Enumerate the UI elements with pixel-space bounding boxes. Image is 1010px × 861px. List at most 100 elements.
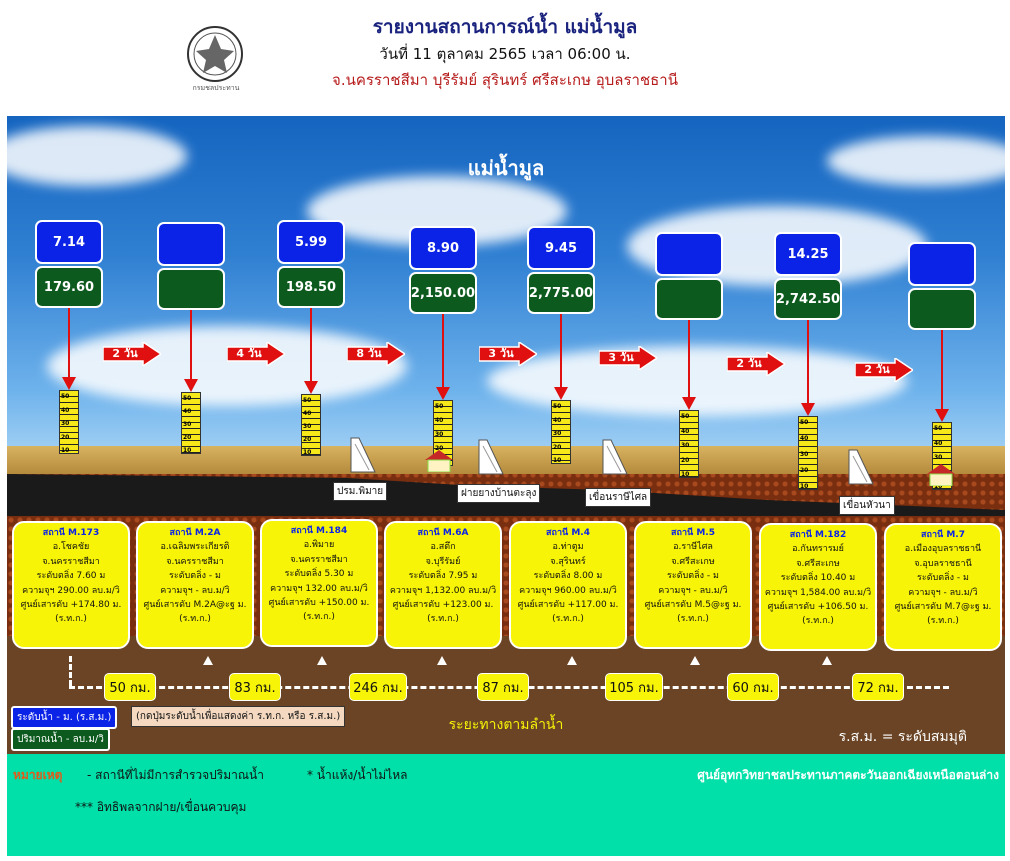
gauge-tick-label: 30 — [681, 442, 690, 449]
travel-time-arrow: 2 วัน — [103, 342, 161, 366]
gauge-tick-label: 40 — [800, 435, 809, 442]
station-datum: ศูนย์เสารดับ M.5@ะฐ ม. — [644, 600, 742, 611]
gauge-tick-label: 50 — [61, 393, 70, 400]
indicator-line — [442, 314, 444, 388]
travel-time-label: 2 วัน — [112, 347, 138, 360]
page-title: รายงานสถานการณ์น้ำ แม่น้ำมูล — [372, 16, 638, 38]
station-unit: (ร.ท.ก.) — [427, 614, 459, 625]
water-level-button[interactable]: 9.45 — [527, 226, 595, 270]
water-level-button[interactable] — [655, 232, 723, 276]
station-district: อ.เฉลิมพระเกียรติ — [160, 542, 230, 553]
station-name: สถานี M.5 — [671, 528, 715, 538]
station-unit: (ร.ท.ก.) — [55, 614, 87, 625]
indicator-line — [190, 310, 192, 380]
gauge-tick-label: 50 — [934, 425, 943, 432]
station-datum: ศูนย์เสารดับ M.7@ะฐ ม. — [894, 602, 992, 613]
gauge-tick-label: 40 — [681, 427, 690, 435]
water-level-button[interactable]: 7.14 — [35, 220, 103, 264]
station-unit: (ร.ท.ก.) — [927, 616, 959, 627]
gauge-tick-label: 20 — [61, 433, 70, 441]
toggle-note: (กดปุ่มระดับน้ำเพื่อแสดงค่า ร.ท.ก. หรือ … — [131, 706, 346, 727]
station-district: อ.โชคชัย — [52, 542, 90, 553]
station-unit: (ร.ท.ก.) — [179, 614, 211, 625]
gauge-tick-label: 40 — [61, 406, 70, 414]
footer: หมายเหตุ - สถานีที่ไม่มีการสำรวจปริมาณน้… — [7, 754, 1005, 856]
flow-value-box — [908, 288, 976, 330]
station-capacity: ความจุฯ - ลบ.ม/วิ — [160, 585, 230, 596]
travel-time-arrow: 2 วัน — [727, 352, 785, 376]
distance-badge: 50 กม. — [104, 673, 156, 701]
gauge-tick-label: 10 — [553, 457, 562, 464]
station-name: สถานี M.182 — [789, 530, 847, 540]
gauge-tick-label: 40 — [435, 417, 444, 424]
report-date: วันที่ 11 ตุลาคม 2565 เวลา 06:00 น. — [379, 45, 631, 63]
indicator-arrow-icon — [62, 377, 76, 390]
dam-label-rasi-salai: เขื่อนราษีไศล — [585, 488, 652, 507]
dam-label-hua-na: เขื่อนหัวนา — [839, 496, 895, 515]
water-level-button[interactable]: 14.25 — [774, 232, 842, 276]
remark-no-survey: - สถานีที่ไม่มีการสำรวจปริมาณน้ำ — [87, 768, 264, 782]
water-level-button[interactable] — [157, 222, 225, 266]
indicator-line — [941, 330, 943, 410]
indicator-arrow-icon — [436, 387, 450, 400]
dam-icon — [602, 439, 628, 475]
station-name: สถานี M.173 — [42, 528, 100, 538]
gauge-tick-label: 10 — [800, 483, 809, 490]
up-arrow-icon — [567, 656, 577, 665]
gauge-tick-label: 30 — [435, 431, 444, 438]
station-province: จ.บุรีรัมย์ — [425, 556, 461, 567]
distance-badge: 87 กม. — [477, 673, 529, 701]
flow-value-box: 179.60 — [35, 266, 103, 308]
station-capacity: ความจุฯ - ลบ.ม/วิ — [658, 585, 728, 596]
station-province: จ.สุรินทร์ — [550, 556, 586, 567]
gauge-tick-label: 30 — [553, 430, 562, 437]
hydrology-center: ศูนย์อุทกวิทยาชลประทานภาคตะวันออกเฉียงเห… — [697, 768, 999, 782]
flow-value-box — [157, 268, 225, 310]
dam-icon — [848, 449, 874, 485]
station-capacity: ความจุฯ 132.00 ลบ.ม/วิ — [270, 583, 368, 594]
indicator-arrow-icon — [801, 403, 815, 416]
indicator-arrow-icon — [184, 379, 198, 392]
water-level-button[interactable] — [908, 242, 976, 286]
station-level: ระดับตลิ่ง 7.60 ม — [36, 571, 106, 582]
distance-badge: 83 กม. — [229, 673, 281, 701]
gauge-tick-label: 20 — [435, 445, 444, 452]
water-level-button[interactable]: 5.99 — [277, 220, 345, 264]
legend-flow: ปริมาณน้ำ - ลบ.ม/วิ — [11, 728, 110, 751]
gauge-tick-label: 10 — [183, 447, 192, 454]
up-arrow-icon — [437, 656, 447, 665]
station-name: สถานี M.184 — [290, 526, 348, 536]
station-capacity: ความจุฯ 1,584.00 ลบ.ม/วิ — [764, 587, 872, 598]
station-level: ระดับตลิ่ง 8.00 ม — [533, 571, 603, 582]
station-level: ระดับตลิ่ง 5.30 ม — [284, 569, 354, 580]
water-level-button[interactable]: 8.90 — [409, 226, 477, 270]
travel-time-label: 4 วัน — [236, 347, 262, 360]
distance-badge: 105 กม. — [605, 673, 663, 701]
dam-icon — [350, 437, 376, 473]
gauge-tick-label: 50 — [800, 419, 809, 426]
up-arrow-icon — [822, 656, 832, 665]
station-name: สถานี M.6A — [417, 528, 469, 538]
flow-value-box: 2,775.00 — [527, 272, 595, 314]
dam-icon — [478, 439, 504, 475]
station-district: อ.เมืองอุบลราชธานี — [904, 544, 982, 555]
station-level: ระดับตลิ่ง - ม — [917, 573, 969, 584]
flow-value-box: 2,742.50 — [774, 278, 842, 320]
flow-value-box: 198.50 — [277, 266, 345, 308]
flow-value-box: 2,150.00 — [409, 272, 477, 314]
flow-value-box — [655, 278, 723, 320]
travel-time-label: 8 วัน — [356, 347, 382, 360]
distance-badge: 246 กม. — [349, 673, 407, 701]
